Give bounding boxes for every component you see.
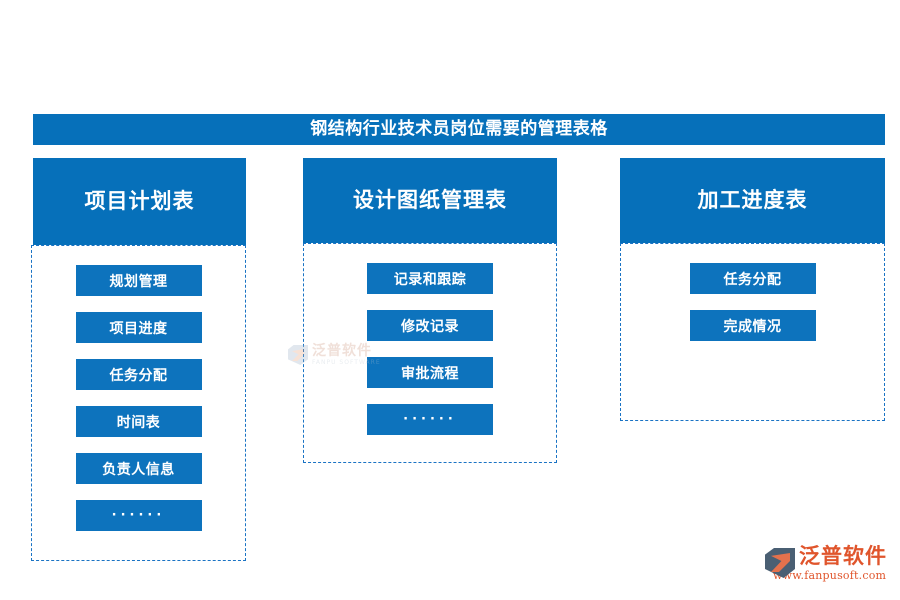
column-header-2: 设计图纸管理表 [303, 158, 557, 243]
list-item[interactable]: 完成情况 [689, 310, 816, 341]
column-body-2: 记录和跟踪 修改记录 审批流程 ······ [303, 243, 557, 463]
fanpu-logo-icon [765, 548, 795, 578]
list-item[interactable]: 修改记录 [367, 310, 493, 341]
column-header-label-2: 设计图纸管理表 [353, 188, 507, 212]
column-body-1: 规划管理 项目进度 任务分配 时间表 负责人信息 ······ [31, 245, 246, 561]
list-item-ellipsis[interactable]: ······ [367, 404, 493, 435]
list-item[interactable]: 规划管理 [75, 265, 202, 296]
list-item[interactable]: 时间表 [75, 406, 202, 437]
column-header-3: 加工进度表 [620, 158, 885, 243]
column-header-label-3: 加工进度表 [697, 188, 808, 212]
column-header-1: 项目计划表 [33, 158, 246, 245]
column-project-plan: 项目计划表 规划管理 项目进度 任务分配 时间表 负责人信息 ······ [31, 158, 246, 561]
page-title: 钢结构行业技术员岗位需要的管理表格 [310, 119, 608, 139]
list-item[interactable]: 负责人信息 [75, 453, 202, 484]
logo-brand-name: 泛普软件 [799, 543, 887, 568]
logo-texts: 泛普软件 www.fanpusoft.com [773, 543, 887, 581]
list-item[interactable]: 审批流程 [367, 357, 493, 388]
logo-website-url: www.fanpusoft.com [773, 568, 887, 582]
column-body-3: 任务分配 完成情况 [620, 243, 885, 421]
column-design-drawing: 设计图纸管理表 记录和跟踪 修改记录 审批流程 ······ [303, 158, 557, 463]
list-item[interactable]: 任务分配 [75, 359, 202, 390]
column-processing-progress: 加工进度表 任务分配 完成情况 [620, 158, 885, 421]
list-item-ellipsis[interactable]: ······ [75, 500, 202, 531]
list-item[interactable]: 任务分配 [689, 263, 816, 294]
list-item[interactable]: 记录和跟踪 [367, 263, 493, 294]
column-header-label-1: 项目计划表 [84, 189, 195, 213]
diagram-title-banner: 钢结构行业技术员岗位需要的管理表格 [33, 114, 885, 145]
list-item[interactable]: 项目进度 [75, 312, 202, 343]
fanpu-brand-logo: 泛普软件 www.fanpusoft.com [765, 538, 891, 588]
